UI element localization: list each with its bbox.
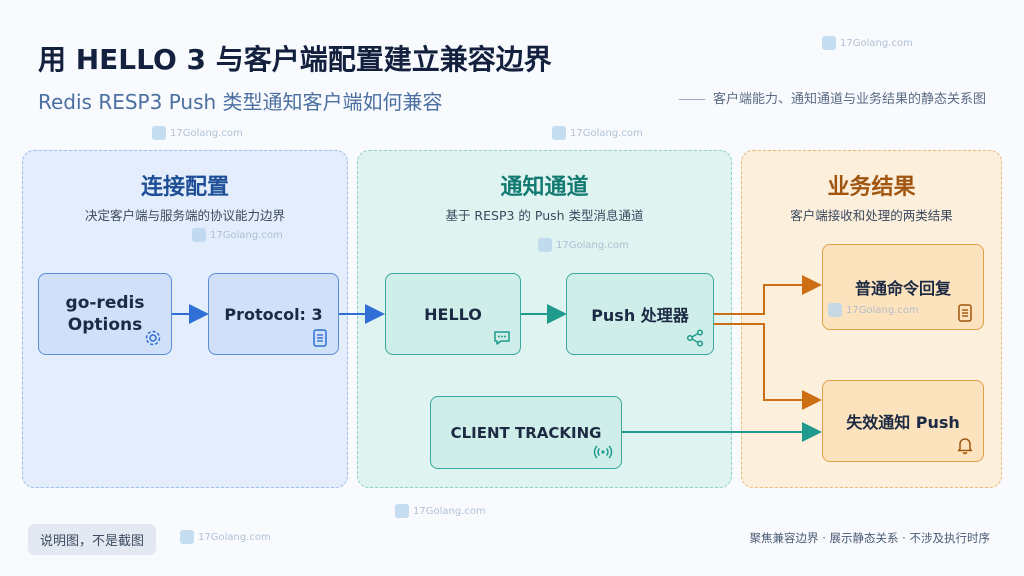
- footnote-badge: 说明图，不是截图: [28, 524, 157, 555]
- panel-title: 业务结果: [827, 175, 916, 200]
- watermark-logo-icon: [828, 303, 842, 317]
- watermark: 17Golang.com: [552, 126, 643, 140]
- node-client-tracking: CLIENT TRACKING: [430, 396, 622, 469]
- header-caption: 客户端能力、通知通道与业务结果的静态关系图: [678, 88, 986, 107]
- node-protocol: Protocol: 3: [208, 273, 339, 355]
- panel-description: 客户端接收和处理的两类结果: [790, 208, 953, 223]
- document-icon: [958, 304, 972, 322]
- watermark: 17Golang.com: [192, 228, 283, 242]
- node-label-line2: Options: [67, 315, 143, 335]
- page-title: 用 HELLO 3 与客户端配置建立兼容边界: [38, 43, 552, 76]
- watermark: 17Golang.com: [152, 126, 243, 140]
- caption-text: 客户端能力、通知通道与业务结果的静态关系图: [712, 92, 986, 107]
- panel-title: 连接配置: [140, 175, 229, 200]
- panel-title: 通知通道: [500, 175, 589, 200]
- document-icon: [313, 329, 327, 347]
- watermark-logo-icon: [538, 238, 552, 252]
- node-label: Push 处理器: [591, 306, 689, 325]
- chat-bubble-icon: [494, 331, 510, 345]
- caption-dash: [678, 99, 705, 100]
- bell-icon: [957, 438, 973, 455]
- share-icon: [686, 329, 704, 347]
- panel-description: 基于 RESP3 的 Push 类型消息通道: [445, 208, 644, 223]
- node-normal-reply: 普通命令回复: [822, 244, 984, 330]
- node-label: CLIENT TRACKING: [450, 423, 602, 442]
- footer-summary: 聚焦兼容边界 · 展示静态关系 · 不涉及执行时序: [749, 531, 990, 545]
- watermark-logo-icon: [192, 228, 206, 242]
- broadcast-icon: [593, 445, 613, 459]
- watermark: 17Golang.com: [822, 36, 913, 50]
- page-subtitle: Redis RESP3 Push 类型通知客户端如何兼容: [38, 90, 443, 114]
- arrow-push-to-invalidation: [714, 323, 822, 410]
- arrow-push-to-normal-reply: [714, 275, 822, 315]
- node-label: Protocol: 3: [224, 304, 323, 324]
- watermark: 17Golang.com: [538, 238, 629, 252]
- watermark-logo-icon: [552, 126, 566, 140]
- watermark-logo-icon: [152, 126, 166, 140]
- node-invalidation-push: 失效通知 Push: [822, 380, 984, 462]
- node-push-handler: Push 处理器: [566, 273, 714, 355]
- panel-description: 决定客户端与服务端的协议能力边界: [84, 208, 285, 223]
- watermark: 17Golang.com: [828, 303, 919, 317]
- watermark: 17Golang.com: [180, 530, 271, 544]
- watermark-logo-icon: [822, 36, 836, 50]
- gear-icon: [145, 330, 161, 346]
- node-label-line1: go-redis: [65, 293, 145, 313]
- node-label: 普通命令回复: [854, 279, 951, 298]
- node-hello: HELLO: [385, 273, 521, 355]
- node-label: HELLO: [424, 304, 482, 324]
- watermark: 17Golang.com: [395, 504, 486, 518]
- watermark-logo-icon: [395, 504, 409, 518]
- node-label: 失效通知 Push: [846, 413, 960, 432]
- watermark-logo-icon: [180, 530, 194, 544]
